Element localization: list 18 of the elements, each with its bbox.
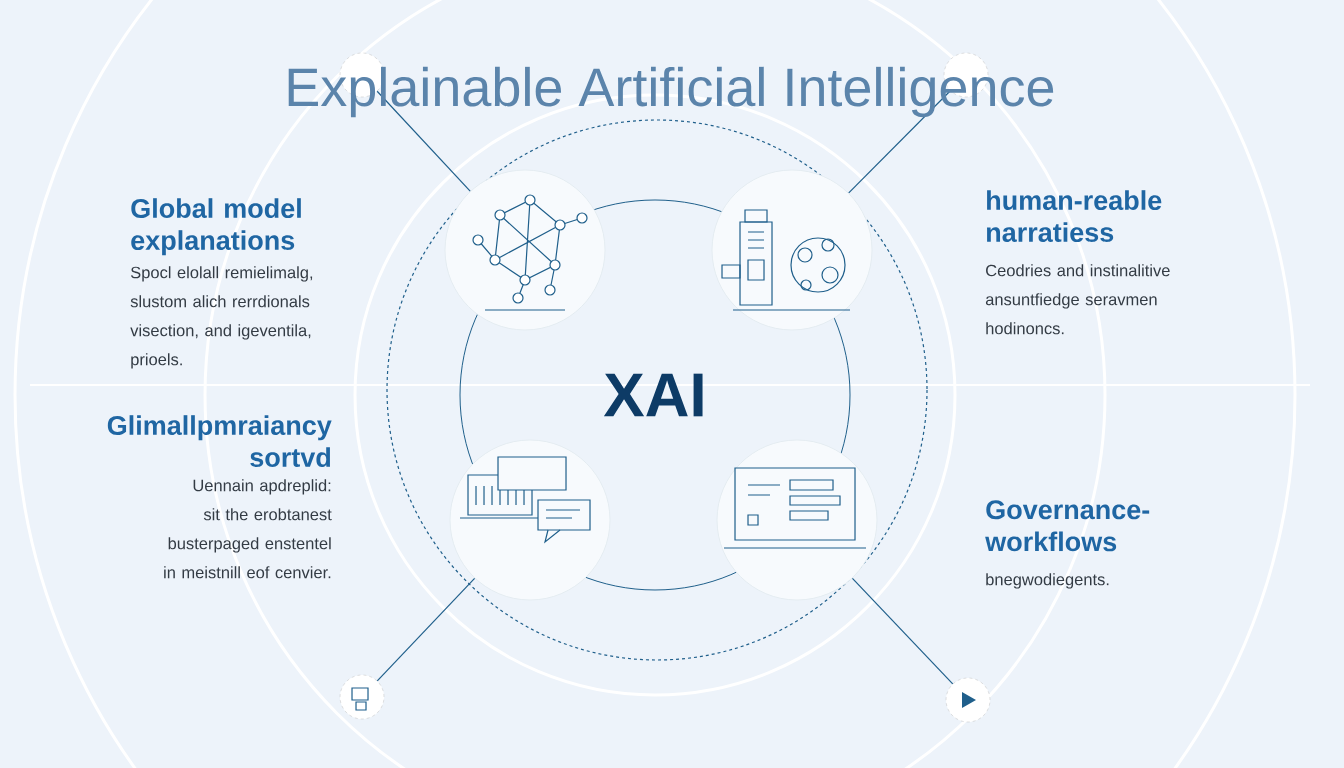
small-circle [339, 674, 385, 720]
connector-line [851, 577, 954, 685]
section-heading: Governance- workflows [985, 500, 1150, 552]
connector-line [848, 90, 951, 194]
icon-circle [711, 169, 873, 331]
connector-line [376, 90, 471, 192]
icon-circle [444, 169, 606, 331]
icon-circle [716, 439, 878, 601]
section-heading: human-reable narratiess [987, 190, 1162, 243]
description-text: Spocl elolall remielimalg, slustom alich rerrdionals visection, and igeventila, prioels. [130, 266, 313, 369]
description-text: bnegwodiegents. [986, 573, 1109, 589]
description-text: Ceodries and instinalitive ansuntfiedge seravmen hodinoncs. [985, 264, 1170, 335]
connector-line [376, 577, 476, 682]
title: Explainable Artificial Intelligence [288, 66, 1054, 118]
section-heading: Glimallpmraiancy sortvd [107, 415, 332, 468]
section-heading: Global model explanations [131, 198, 301, 256]
small-circle [945, 677, 991, 723]
description-text: Uennain apdreplid: sit the erobtanest busterpaged enstentel in meistnill eof cenvier. [164, 479, 332, 579]
